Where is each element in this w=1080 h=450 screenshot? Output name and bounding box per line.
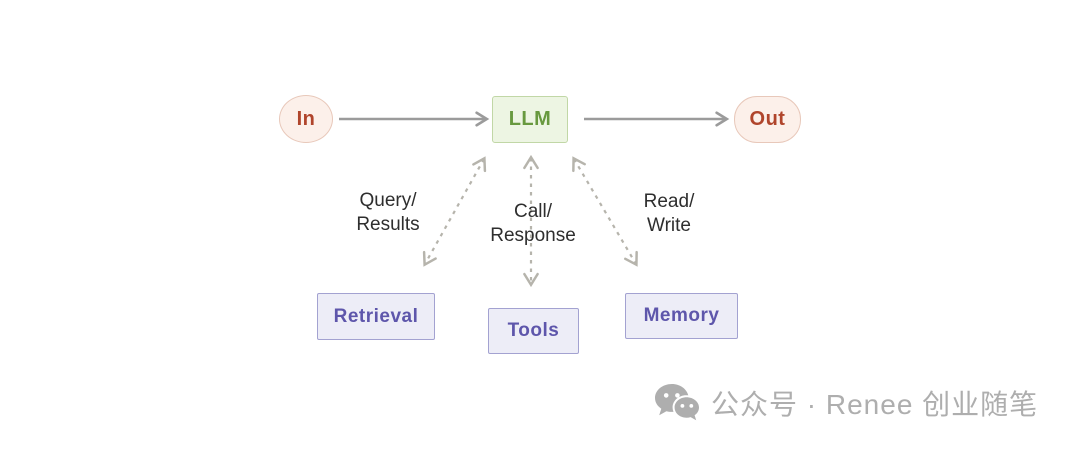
node-llm-label: LLM [508, 108, 552, 130]
arrow-llm-retrieval [422, 156, 487, 267]
node-retrieval-label: Retrieval [333, 305, 419, 327]
edge-label-query-line1: Query/ [359, 190, 417, 211]
node-memory: Memory [625, 293, 738, 339]
edge-label-read-write: Read/ Write [644, 190, 695, 238]
node-tools-label: Tools [507, 320, 560, 341]
node-in: In [279, 95, 333, 143]
node-out: Out [734, 96, 801, 143]
node-out-label: Out [749, 108, 786, 130]
arrow-llm-memory [572, 156, 638, 267]
edge-label-query-line2: Results [356, 214, 420, 235]
edge-label-call-response: Call/ Response [490, 200, 576, 248]
node-tools: Tools [488, 308, 579, 354]
edge-label-read-line2: Write [647, 215, 691, 236]
edge-label-call-line2: Response [490, 225, 576, 246]
watermark: 公众号 · Renee 创业随笔 [654, 382, 1038, 424]
wechat-icon [655, 384, 699, 421]
node-memory-label: Memory [643, 305, 720, 326]
watermark-text: 公众号 · Renee 创业随笔 [711, 389, 1039, 420]
edge-label-query-results: Query/ Results [356, 189, 419, 237]
edge-label-call-line1: Call/ [513, 201, 552, 222]
node-in-label: In [296, 107, 316, 130]
node-retrieval: Retrieval [317, 293, 435, 340]
edge-label-read-line1: Read/ [643, 191, 695, 212]
node-llm: LLM [492, 96, 568, 143]
